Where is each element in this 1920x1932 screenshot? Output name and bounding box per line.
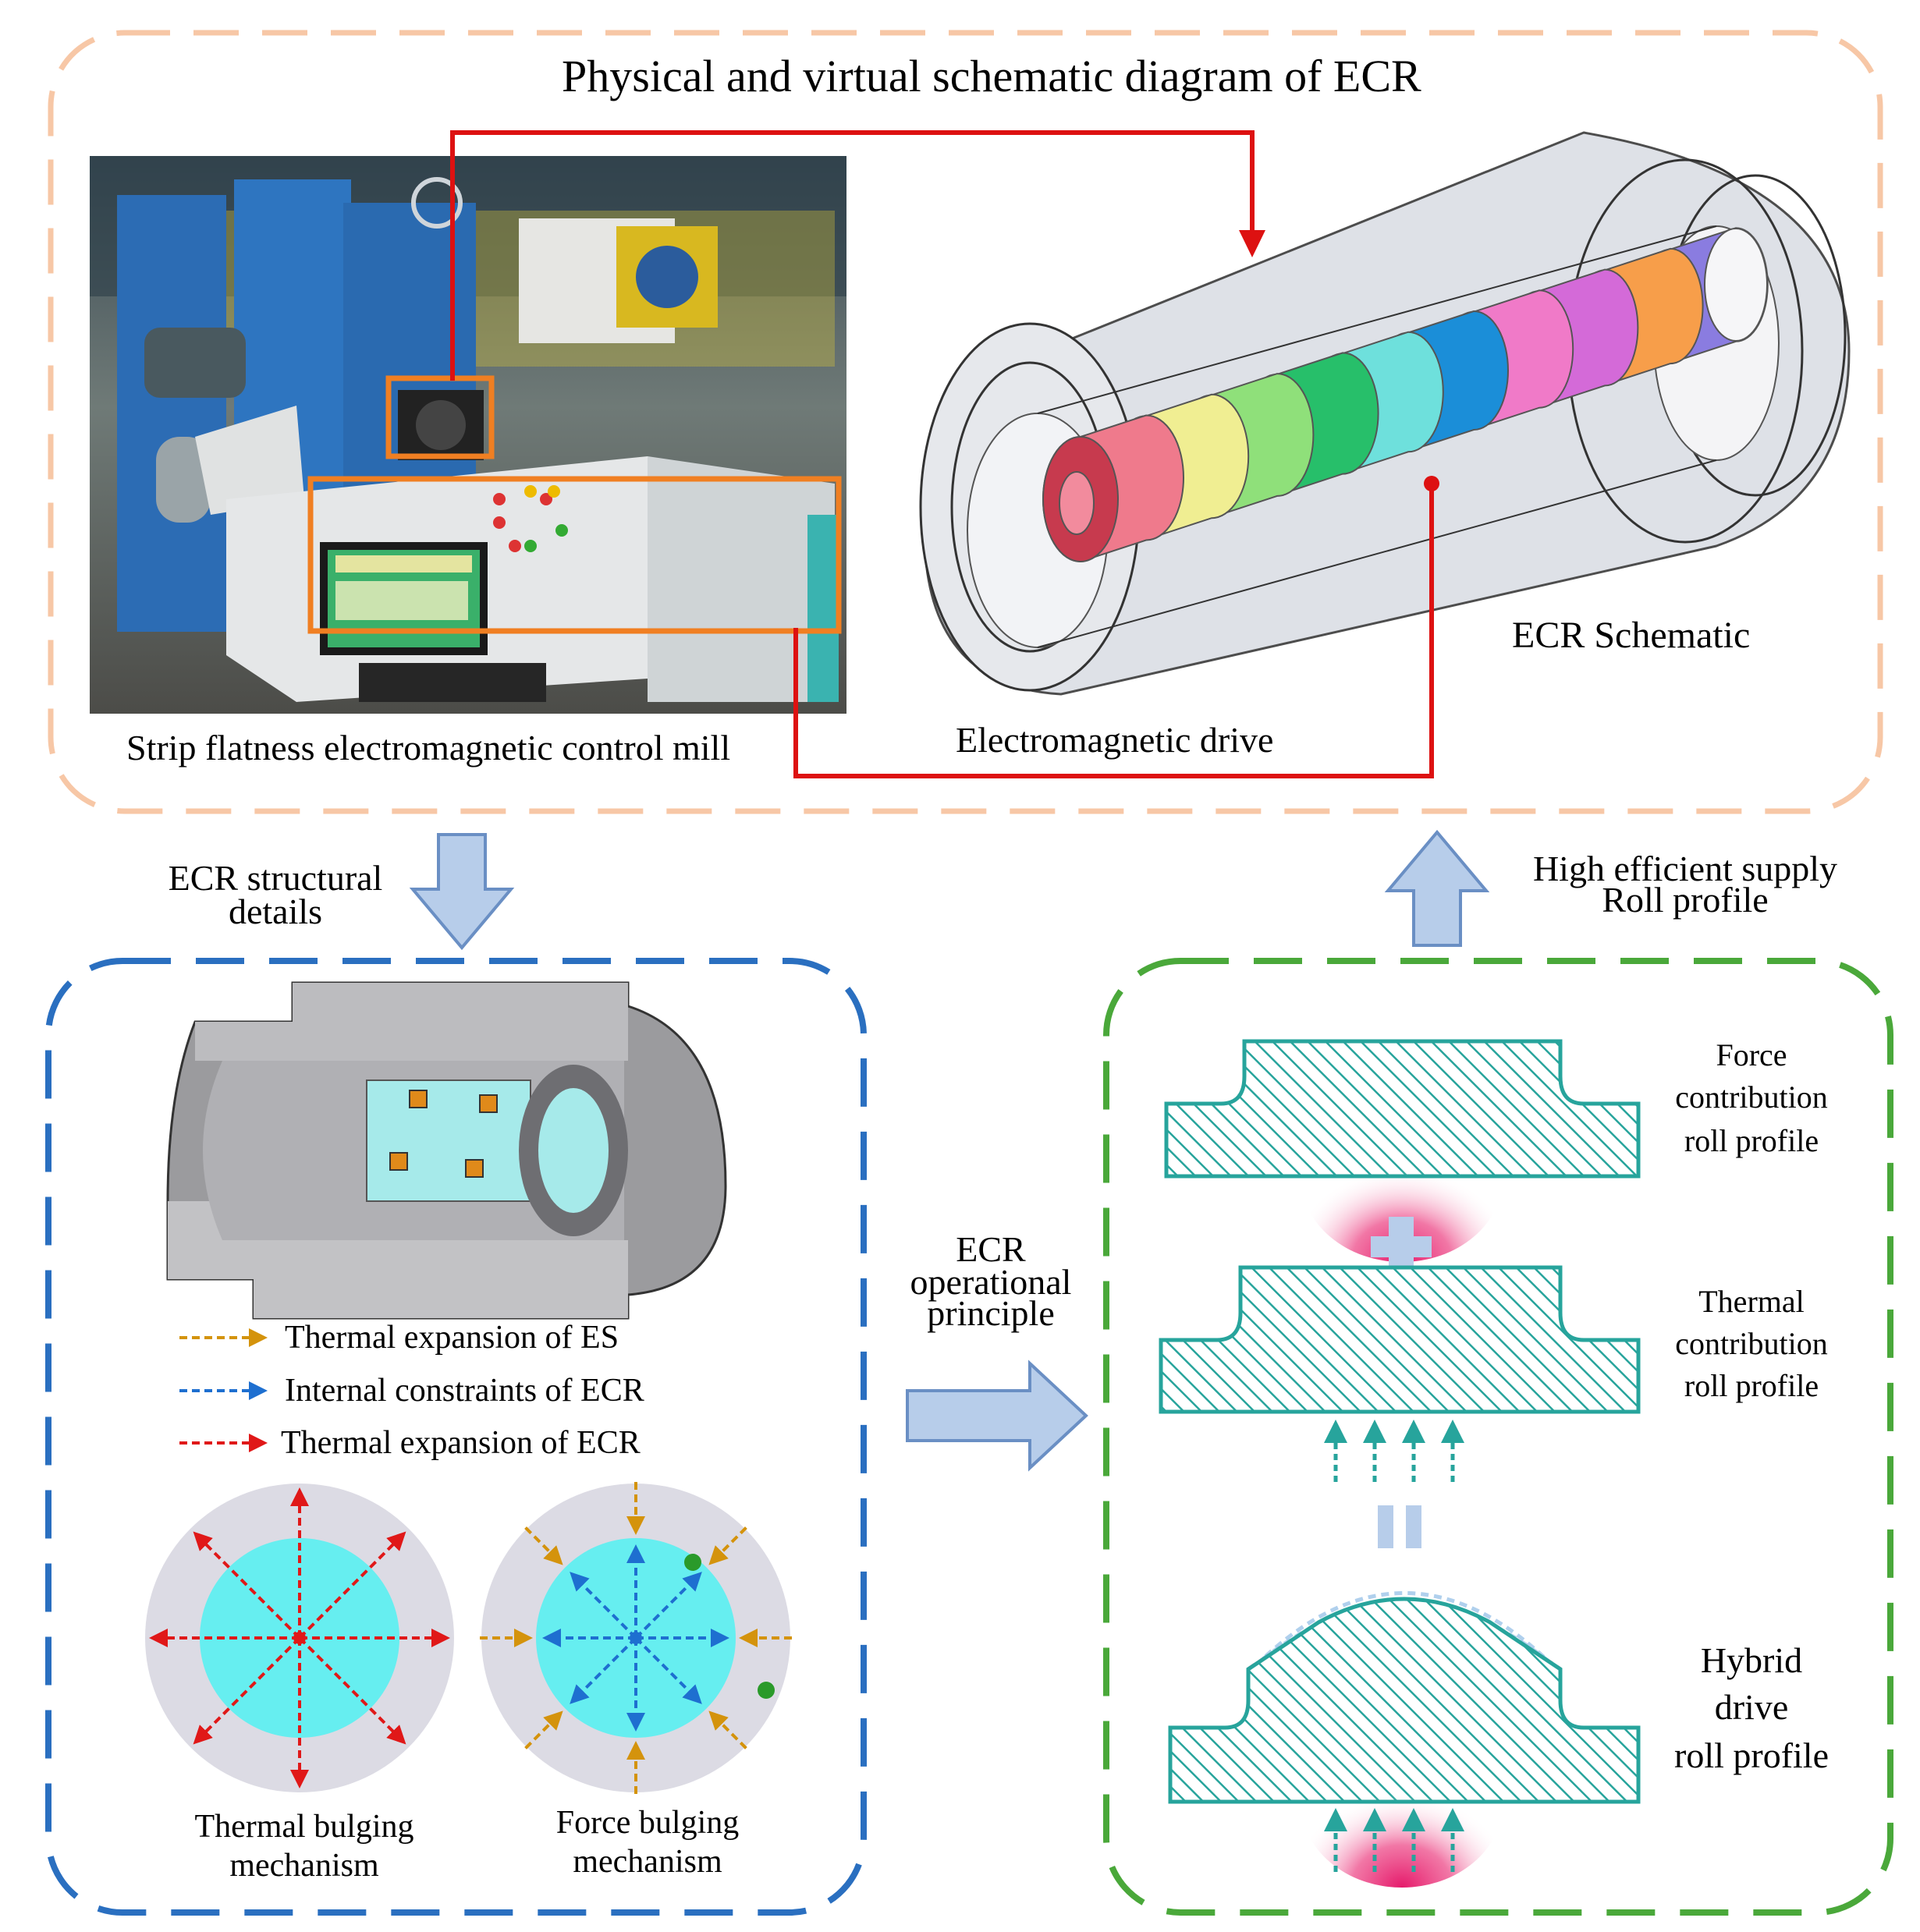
right-panel-border — [1103, 958, 1893, 1916]
supply-label-line2: Roll profile — [1602, 880, 1769, 920]
force-profile-label-line3: roll profile — [1684, 1123, 1819, 1158]
es-expansion-arrow — [708, 1526, 747, 1565]
drive-point — [1424, 476, 1439, 491]
schematic-caption: ECR Schematic — [1512, 615, 1751, 656]
thermal-bulging-caption-line1: Thermal bulging — [194, 1809, 414, 1845]
ecr-schematic — [919, 131, 1851, 696]
es-expansion-arrow — [524, 1710, 563, 1749]
legend-text-es: Thermal expansion of ES — [285, 1320, 619, 1356]
force-bulging-caption-line1: Force bulging — [555, 1805, 740, 1841]
top-panel-border — [48, 30, 1883, 814]
connector-photo-to-schematic — [450, 130, 1255, 381]
thermal-profile-label-line3: roll profile — [1684, 1368, 1819, 1403]
es-expansion-arrow — [524, 1526, 563, 1565]
force-profile — [1164, 1039, 1641, 1262]
hybrid-profile-label-line1: Hybrid — [1700, 1640, 1803, 1680]
mill-caption: Strip flatness electromagnetic control m… — [126, 728, 731, 767]
equals-sign — [1378, 1505, 1421, 1548]
force-profile-label-line1: Force — [1716, 1037, 1787, 1072]
structural-label-line1: ECR structural — [168, 858, 383, 898]
plus-sign — [1371, 1217, 1432, 1277]
up-arrow-supply — [1384, 829, 1490, 947]
ecr-mesh-model — [166, 981, 727, 1320]
principle-label-line3: principle — [927, 1293, 1055, 1333]
thermal-profile-label-line2: contribution — [1675, 1326, 1828, 1361]
thermal-profile — [1159, 1265, 1641, 1482]
page-title: Physical and virtual schematic diagram o… — [562, 51, 1421, 101]
structural-label-line2: details — [228, 892, 323, 931]
thermal-bulging-diagram — [145, 1484, 454, 1792]
right-arrow-principle — [906, 1359, 1088, 1472]
thermal-profile-label-line1: Thermal — [1698, 1284, 1805, 1319]
thermal-bulging-caption-line2: mechanism — [229, 1848, 379, 1884]
internal-constraint-arrow — [634, 1636, 702, 1704]
force-bulging-caption-line2: mechanism — [573, 1844, 722, 1880]
roll-highlight-box — [385, 375, 495, 459]
legend-text-ecr: Thermal expansion of ECR — [281, 1425, 641, 1461]
legend-text-constraints: Internal constraints of ECR — [285, 1373, 644, 1409]
force-profile-label-line2: contribution — [1675, 1079, 1828, 1115]
principle-label-line2: operational — [910, 1262, 1072, 1302]
es-expansion-arrow — [708, 1710, 747, 1749]
internal-constraint-arrow — [634, 1572, 702, 1640]
force-bulging-diagram — [480, 1482, 792, 1794]
supply-label-line1: High efficient supply — [1532, 849, 1838, 888]
mill-photo — [90, 156, 846, 714]
connector-control-to-drive — [793, 484, 1434, 778]
internal-constraint-arrow — [570, 1636, 637, 1704]
hybrid-profile — [1168, 1591, 1641, 1888]
internal-constraint-arrow — [570, 1572, 637, 1640]
connector-arrowhead — [1239, 230, 1265, 257]
hybrid-profile-label-line3: roll profile — [1674, 1735, 1829, 1775]
drive-caption: Electromagnetic drive — [956, 720, 1274, 760]
principle-label-line1: ECR — [956, 1229, 1026, 1269]
down-arrow-structural — [409, 833, 515, 951]
hybrid-profile-label-line2: drive — [1714, 1687, 1789, 1727]
left-panel-border — [45, 958, 867, 1916]
control-highlight-box — [307, 476, 842, 634]
